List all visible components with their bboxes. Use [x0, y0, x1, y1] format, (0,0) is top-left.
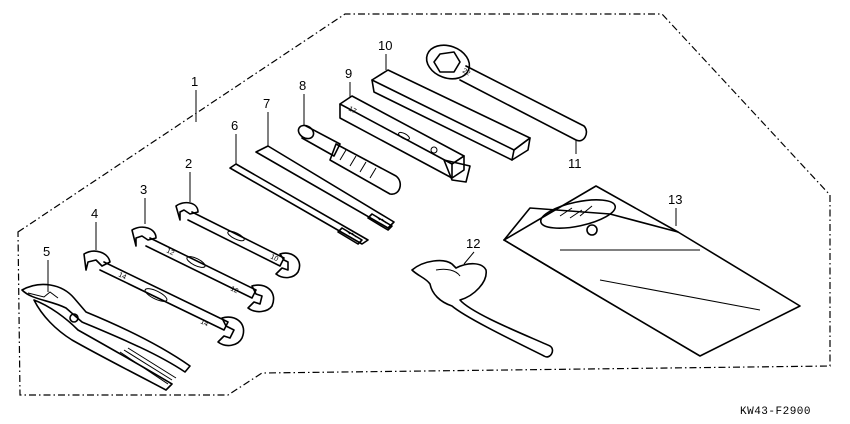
ref-2: 2	[185, 156, 192, 171]
extension-bar	[371, 69, 531, 161]
wrench-10-size: 10	[269, 254, 279, 264]
ref-8: 8	[299, 78, 306, 93]
svg-text:14: 14	[117, 272, 127, 282]
wrench-10: 10	[175, 201, 301, 279]
ref-1: 1	[191, 74, 198, 89]
ref-11: 11	[568, 156, 582, 171]
ref-13: 13	[668, 192, 682, 207]
ref-7: 7	[263, 96, 270, 111]
ref-3: 3	[140, 182, 147, 197]
box-spanner-17: 17	[339, 95, 471, 183]
wrench-14-size: 14	[199, 319, 209, 329]
tool-bag	[503, 185, 801, 357]
ref-6: 6	[231, 118, 238, 133]
screwdriver-handle	[297, 124, 402, 195]
ref-4: 4	[91, 206, 98, 221]
ref-5: 5	[43, 244, 50, 259]
screwdriver-blade	[255, 145, 395, 231]
box-spanner-size: 17	[347, 106, 357, 116]
reference-numbers: 1 2 3 4 5 6 7 8 9 10 11 12 13	[43, 38, 682, 259]
figure-code: KW43-F2900	[740, 406, 811, 418]
pliers	[21, 283, 191, 391]
wrench-14: 14 14	[83, 250, 245, 347]
ref-12: 12	[466, 236, 480, 251]
svg-text:12: 12	[165, 248, 175, 258]
leader-lines	[47, 54, 677, 292]
kit-boundary	[17, 13, 831, 396]
wrench-12: 12 12	[131, 226, 275, 313]
ring-wrench-size: 22	[461, 68, 471, 78]
ref-9: 9	[345, 66, 352, 81]
ref-10: 10	[378, 38, 392, 53]
pin-spanner	[411, 259, 554, 358]
wrench-12-size: 12	[229, 286, 239, 296]
screwdriver-shaft	[229, 163, 369, 245]
